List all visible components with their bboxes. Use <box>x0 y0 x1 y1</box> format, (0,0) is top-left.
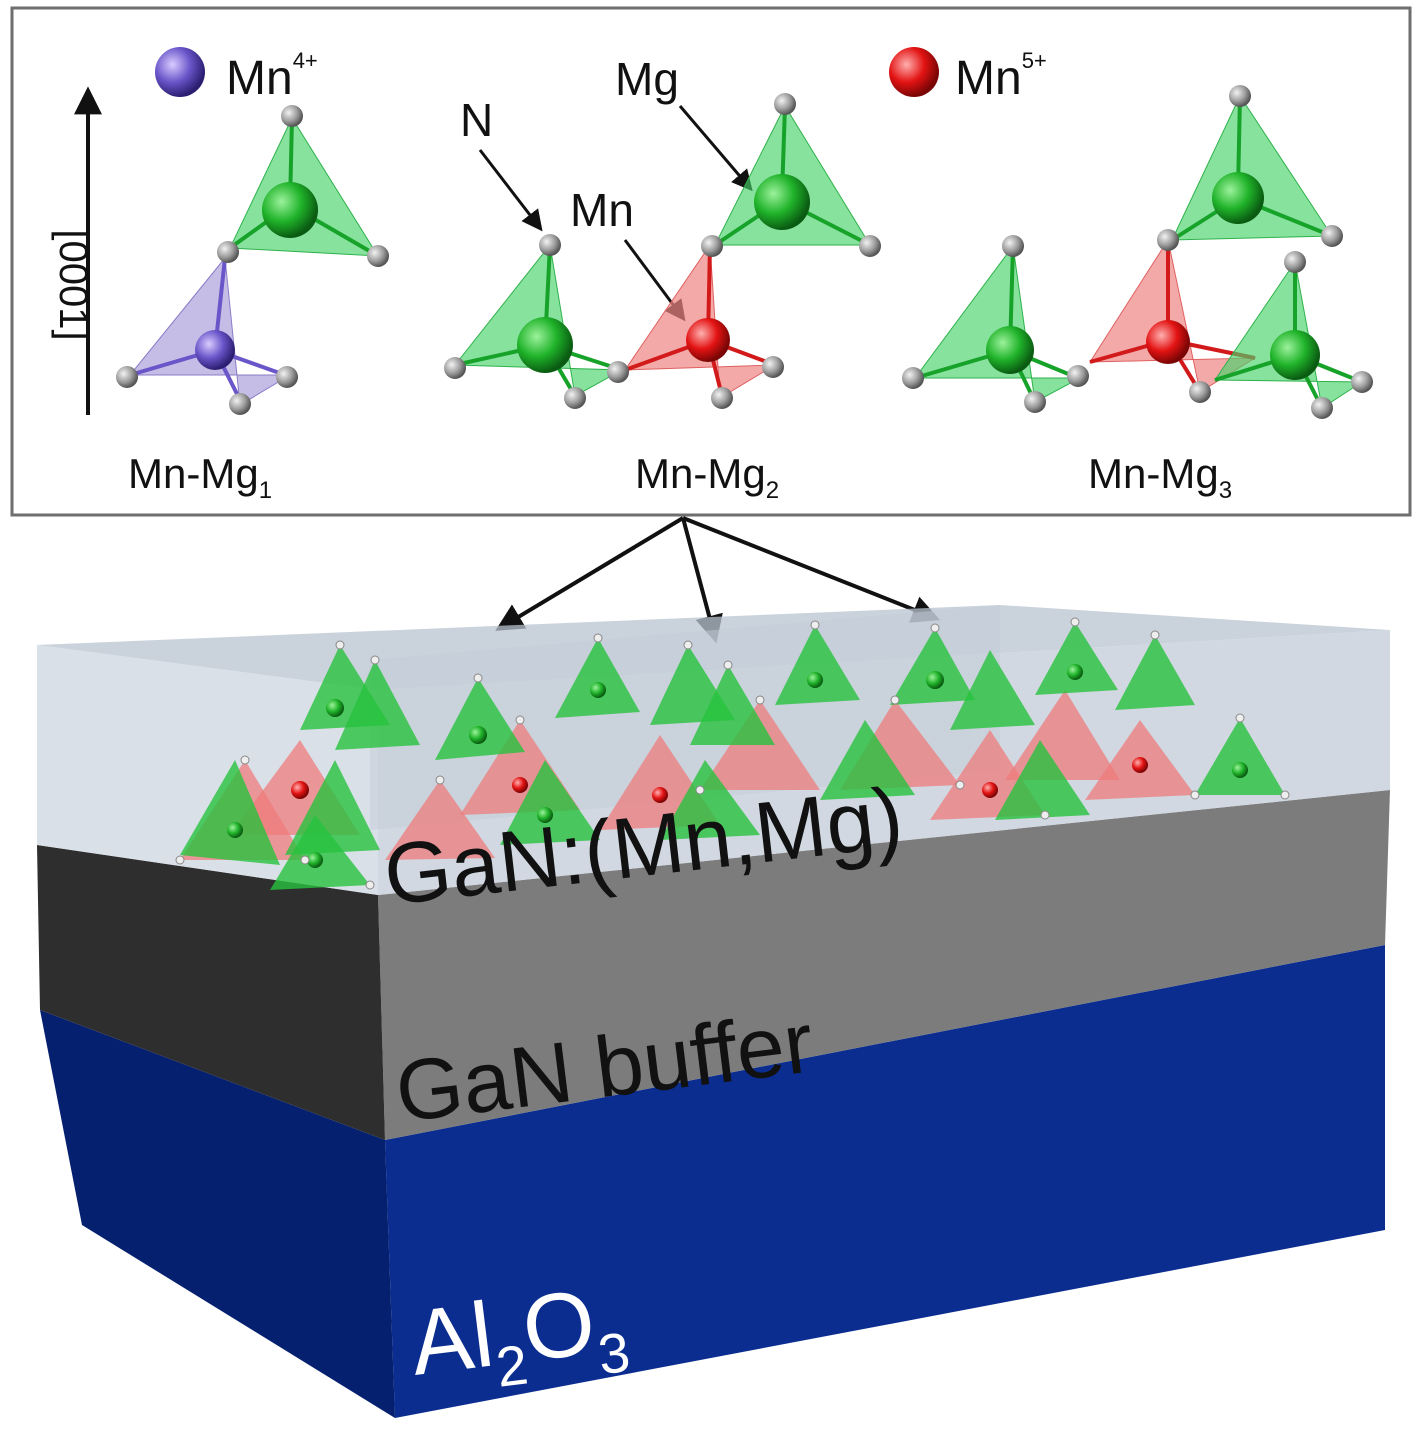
substrate-front-face <box>385 945 1385 1418</box>
legend-mn4-base: Mn <box>226 52 293 105</box>
mn5-atom <box>1146 320 1190 364</box>
embedded-atoms <box>227 664 1248 868</box>
substrate-side-face <box>40 1010 395 1418</box>
mn5-atom <box>686 318 730 362</box>
substrate-sub-2: 2 <box>493 1332 532 1398</box>
annotation-mg: Mg <box>615 53 679 105</box>
legend-mn5-base: Mn <box>955 52 1022 105</box>
mg-atom-2 <box>1212 172 1264 224</box>
mg-atom-1 <box>986 326 1034 374</box>
config-1-label: Mn-Mg <box>128 450 259 497</box>
substrate-o: O <box>517 1271 600 1381</box>
legend-mn4: Mn4+ <box>155 47 318 105</box>
buffer-front-face <box>378 790 1390 1140</box>
mn4-atom <box>195 330 235 370</box>
config-3-label: Mn-Mg <box>1088 450 1219 497</box>
annotation-mn: Mn <box>570 184 634 236</box>
mg-tetrahedron-2 <box>1171 94 1333 241</box>
config-2-label: Mn-Mg <box>635 450 766 497</box>
config-2-sub: 2 <box>766 477 779 504</box>
substrate-al: Al <box>405 1284 499 1395</box>
annotation-n-arrow <box>478 149 543 232</box>
svg-text:Mn4+: Mn4+ <box>226 48 318 105</box>
mn4-swatch <box>155 47 205 97</box>
n-atoms <box>116 105 389 415</box>
svg-text:Mn-Mg2: Mn-Mg2 <box>635 450 779 504</box>
substrate-sub-3: 3 <box>595 1320 634 1386</box>
mn5-swatch <box>889 47 939 97</box>
c-axis-label: [0001] <box>51 229 95 340</box>
n-atoms <box>902 85 1373 419</box>
embedded-n-atoms <box>175 617 1290 890</box>
svg-text:Mn-Mg3: Mn-Mg3 <box>1088 450 1232 504</box>
annotation-mg-arrow <box>678 105 753 192</box>
mg-tetrahedron-right <box>714 104 871 246</box>
legend-mn5: Mn5+ <box>889 47 1047 105</box>
buffer-side-face <box>37 845 385 1140</box>
svg-text:Mn-Mg1: Mn-Mg1 <box>128 450 272 504</box>
mg-atom-3 <box>1270 330 1320 380</box>
substrate-label: Al2O3 <box>405 1267 633 1408</box>
config-3-sub: 3 <box>1219 477 1232 504</box>
c-axis: [0001] <box>51 86 102 415</box>
config-3-structure <box>902 85 1373 419</box>
legend-mn4-sup: 4+ <box>293 48 318 73</box>
annotation-n: N <box>460 94 493 146</box>
mg-atom-left <box>517 317 573 373</box>
layer-stack: GaN:(Mn,Mg) GaN buffer Al2O3 <box>37 605 1390 1418</box>
n-atoms <box>444 93 881 409</box>
svg-text:Mn5+: Mn5+ <box>955 48 1047 105</box>
config-1-structure <box>116 105 389 415</box>
legend-mn5-sup: 5+ <box>1022 48 1047 73</box>
mg-atom-right <box>754 174 810 230</box>
config-2-structure <box>444 93 881 409</box>
embedded-tetrahedra <box>175 617 1290 890</box>
configurations-panel: [0001] Mn4+ Mn5+ N Mn Mg <box>10 6 1412 517</box>
config-1-sub: 1 <box>259 477 272 504</box>
mg-atom <box>262 182 318 238</box>
